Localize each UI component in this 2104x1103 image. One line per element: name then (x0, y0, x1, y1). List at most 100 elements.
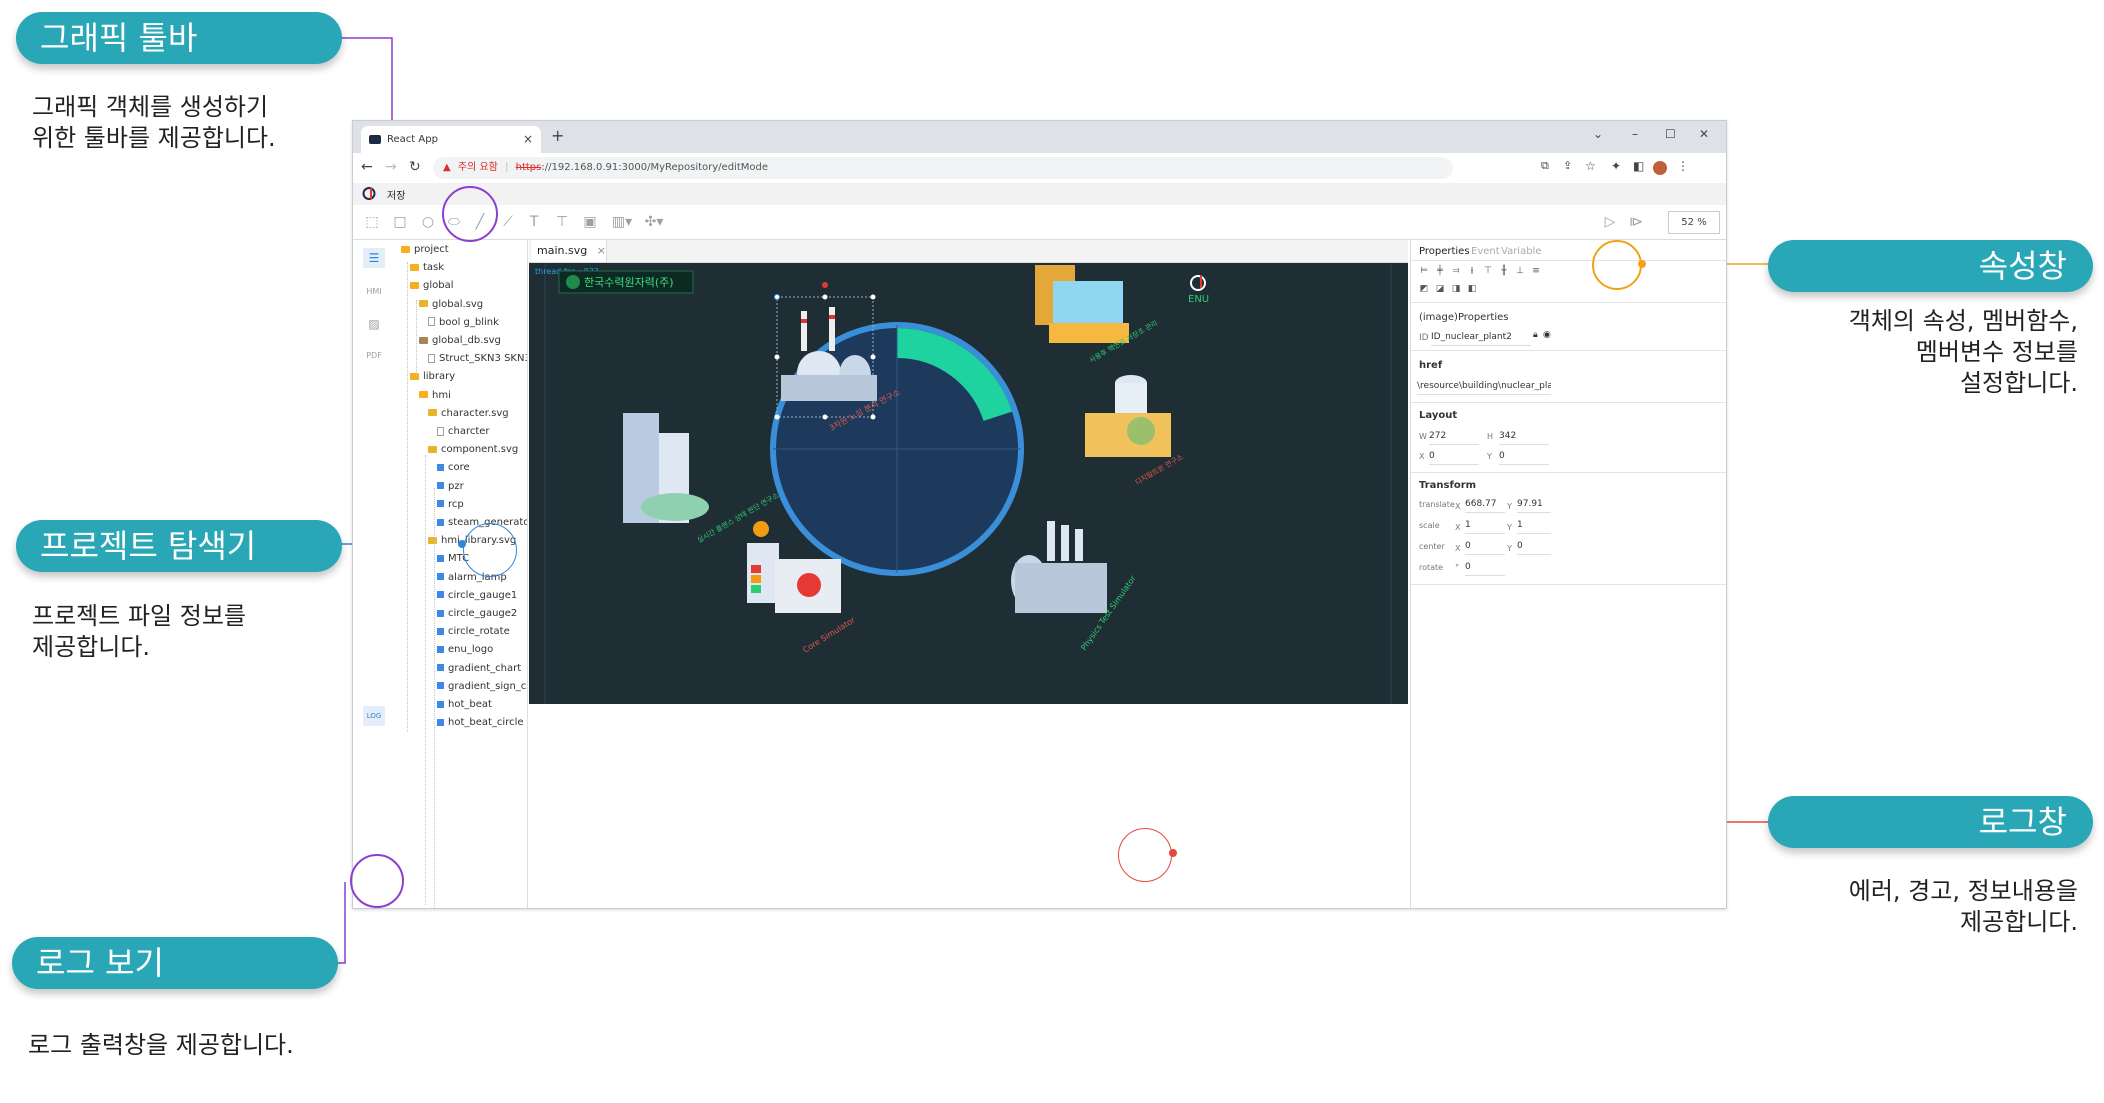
circle-tool-icon[interactable]: ○ (421, 214, 435, 230)
translate-icon[interactable]: ⧉ (1541, 159, 1549, 172)
preview-icon[interactable]: ⧐ (1629, 214, 1643, 230)
play-icon[interactable]: ▷ (1604, 214, 1616, 230)
x-input[interactable]: 0 (1429, 448, 1479, 465)
bookmark-star-icon[interactable]: ☆ (1585, 159, 1596, 173)
share-icon[interactable]: ⇪ (1563, 159, 1573, 172)
tree-item[interactable]: character.svg (428, 407, 509, 421)
tree-item[interactable]: gradient_sign_chart (437, 680, 527, 694)
log-view-icon[interactable]: LOG (363, 706, 385, 726)
tree-item[interactable]: MTC (437, 552, 469, 566)
href-input[interactable]: \resource\building\nuclear_plant2 (1417, 378, 1551, 395)
center-y-input[interactable]: 0 (1517, 538, 1551, 555)
align-top-icon[interactable]: ⊤ (1484, 266, 1492, 276)
maximize-icon[interactable]: ☐ (1665, 127, 1676, 141)
new-tab-button[interactable]: + (551, 126, 565, 145)
tab-search-icon[interactable]: ⌄ (1593, 127, 1604, 141)
tree-item[interactable]: global (410, 279, 454, 293)
href-label[interactable]: href (1419, 360, 1443, 371)
tree-item[interactable]: core (437, 461, 470, 475)
visibility-eye-icon[interactable]: ◉ (1543, 330, 1551, 340)
rotate-input[interactable]: 0 (1465, 559, 1505, 576)
tree-item[interactable]: global.svg (419, 298, 483, 312)
zoom-input[interactable]: 52 % (1668, 211, 1720, 234)
log-window[interactable] (529, 704, 1408, 908)
component-tool-icon[interactable]: ✣▾ (644, 214, 664, 230)
textbox-tool-icon[interactable]: ⊤ (555, 214, 569, 230)
pdf-icon[interactable]: PDF (366, 351, 382, 360)
minimize-icon[interactable]: – (1632, 127, 1638, 141)
tree-item[interactable]: global_db.svg (419, 334, 501, 348)
tree-item[interactable]: circle_gauge1 (437, 589, 517, 603)
back-icon[interactable]: ← (361, 159, 373, 175)
tree-item[interactable]: circle_gauge2 (437, 607, 517, 621)
select-tool-icon[interactable]: ⬚ (365, 214, 379, 230)
tree-item[interactable]: circle_rotate (437, 625, 510, 639)
reload-icon[interactable]: ↻ (409, 159, 421, 175)
bring-forward-icon[interactable]: ◪ (1435, 284, 1445, 294)
align-middle-icon[interactable]: ╫ (1501, 266, 1507, 276)
polyline-tool-icon[interactable]: ⟋ (503, 214, 513, 230)
tree-item[interactable]: rcp (437, 498, 464, 512)
width-input[interactable]: 272 (1429, 428, 1479, 445)
tree-item[interactable]: enu_logo (437, 643, 493, 657)
tab-event[interactable]: Event (1471, 246, 1500, 257)
tab-variable[interactable]: Variable (1501, 246, 1542, 257)
forward-icon[interactable]: → (385, 159, 397, 175)
distribute-vertical-icon[interactable]: ≡ (1532, 266, 1540, 276)
align-right-icon[interactable]: ⫤ (1452, 266, 1460, 276)
browser-menu-icon[interactable]: ⋮ (1677, 159, 1689, 173)
tree-item[interactable]: charcter (437, 425, 490, 439)
translate-x-input[interactable]: 668.77 (1465, 496, 1505, 513)
align-left-icon[interactable]: ⊨ (1420, 266, 1428, 276)
translate-y-input[interactable]: 97.91 (1517, 496, 1551, 513)
selection-handles[interactable] (774, 282, 876, 420)
physics-test-building[interactable] (1011, 521, 1107, 613)
close-window-icon[interactable]: ✕ (1699, 127, 1710, 141)
tree-item[interactable]: Struct_SKN3 SKN3 (428, 352, 527, 366)
storage-pool-building[interactable] (1035, 265, 1129, 343)
bring-front-icon[interactable]: ◩ (1419, 284, 1429, 294)
tree-item[interactable]: bool g_blink (428, 316, 499, 330)
tree-item[interactable]: steam_generator (437, 516, 527, 530)
scale-y-input[interactable]: 1 (1517, 517, 1551, 534)
tree-item[interactable]: alarm_lamp (437, 571, 507, 585)
tree-item[interactable]: library (410, 370, 455, 384)
nuclear-plant-building[interactable] (781, 307, 877, 401)
tree-item[interactable]: project (401, 243, 449, 257)
profile-avatar[interactable] (1653, 161, 1667, 175)
project-tree-icon[interactable]: ☰ (363, 248, 385, 268)
tree-item[interactable]: gradient_chart (437, 662, 521, 676)
core-simulator-building[interactable] (747, 521, 841, 613)
close-tab-icon[interactable]: × (522, 132, 533, 146)
send-backward-icon[interactable]: ◨ (1451, 284, 1461, 294)
side-panel-icon[interactable]: ◧ (1633, 159, 1645, 173)
digital-twin-building[interactable] (1085, 375, 1171, 457)
svg-canvas[interactable]: thread fps : 833 한국수력원자력(주) ENU (529, 263, 1408, 704)
tab-properties[interactable]: Properties (1419, 246, 1470, 257)
height-input[interactable]: 342 (1499, 428, 1549, 445)
align-bottom-icon[interactable]: ⊥ (1516, 266, 1524, 276)
distribute-horizontal-icon[interactable]: ⫲ (1470, 266, 1474, 276)
save-menu[interactable]: 저장 (387, 191, 406, 202)
tree-item[interactable]: hot_beat (437, 698, 492, 712)
text-tool-icon[interactable]: T (529, 214, 539, 230)
tree-item[interactable]: component.svg (428, 443, 518, 457)
editor-tab-main[interactable]: main.svg × (531, 240, 607, 262)
tree-item[interactable]: task (410, 261, 444, 275)
tree-item[interactable]: pzr (437, 480, 464, 494)
tree-item[interactable]: hmi (419, 389, 451, 403)
align-center-icon[interactable]: ╪ (1437, 266, 1443, 276)
scale-x-input[interactable]: 1 (1465, 517, 1505, 534)
extensions-icon[interactable]: ✦ (1611, 159, 1622, 173)
image-properties-header[interactable]: (image)Properties (1419, 312, 1509, 323)
url-bar[interactable]: ▲ 주의 요함 | https://192.168.0.91:3000/MyRe… (433, 157, 1453, 179)
center-x-input[interactable]: 0 (1465, 538, 1505, 555)
research-tower-building[interactable] (623, 413, 709, 523)
y-input[interactable]: 0 (1499, 448, 1549, 465)
hmi-icon[interactable]: HMI (366, 287, 382, 296)
browser-tab[interactable]: React App × (361, 126, 541, 153)
tree-item[interactable]: hot_beat_circle (437, 716, 524, 730)
id-input[interactable]: ID_nuclear_plant2 (1431, 329, 1531, 346)
transform-label[interactable]: Transform (1419, 480, 1477, 491)
chart-tool-icon[interactable]: ▥▾ (611, 214, 633, 230)
